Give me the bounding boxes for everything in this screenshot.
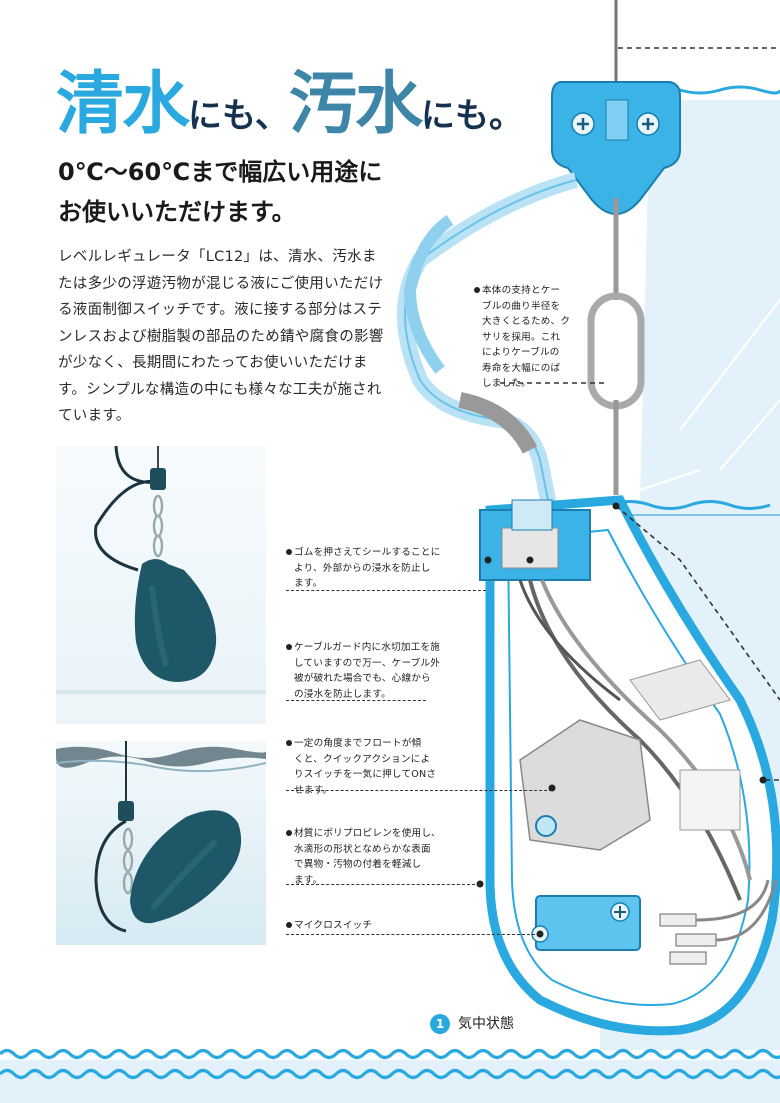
cross-section-diagram — [397, 0, 780, 1050]
headline-waste-water: 汚水 — [289, 65, 423, 144]
bullet-icon — [286, 549, 292, 555]
leader-line — [286, 590, 486, 591]
caption-number-badge: 1 — [430, 1014, 450, 1034]
note-line: によりケーブルの — [482, 347, 560, 358]
leader-line — [286, 934, 540, 935]
note-line: ます。 — [294, 578, 323, 589]
note-line: の浸水を防止します。 — [294, 688, 391, 700]
note-line: マイクロスイッチ — [294, 920, 373, 931]
bullet-icon — [286, 644, 292, 650]
note-line: 水滴形の形状となめらかな表面 — [294, 843, 431, 855]
subheading-line-1: 0℃〜60℃まで幅広い用途に — [58, 158, 383, 186]
note-cable-guard: ケーブルガード内に水切加工を施 していますので万一、ケーブル外 被が破れた場合で… — [286, 640, 446, 702]
note-line: ゴムを押さえてシールすることに — [294, 547, 441, 558]
note-line: しました。 — [482, 378, 531, 389]
note-cable-support: 本体の支持とケー ブルの曲り半径を 大きくとるため、ク サリを採用。これ により… — [474, 283, 584, 392]
note-line: 寿命を大幅にのば — [482, 362, 561, 374]
note-line: りスイッチを一気に押してONさ — [294, 769, 437, 780]
diagram-caption: 1 気中状態 — [430, 1013, 514, 1034]
note-line: ブルの曲り半径を — [482, 300, 561, 312]
float-photo-in-water — [56, 741, 266, 945]
headline: 清水にも、汚水にも。 — [56, 48, 523, 147]
bottom-wave-border — [0, 1048, 780, 1103]
bullet-icon — [286, 922, 292, 928]
float-in-air-illustration — [56, 446, 266, 724]
subheading-line-2: お使いいただけます。 — [58, 198, 296, 226]
bullet-icon — [286, 830, 292, 836]
note-line: していますので万一、ケーブル外 — [294, 657, 441, 669]
note-line: で異物・汚物の付着を軽減し — [294, 859, 422, 870]
note-line: 一定の角度までフロートが傾 — [294, 738, 422, 749]
note-line: 材質にポリプロピレンを使用し、 — [294, 828, 441, 839]
note-line: 被が破れた場合でも、心線から — [294, 673, 431, 684]
leader-line — [286, 700, 426, 701]
note-line: 大きくとるため、ク — [482, 316, 571, 327]
headline-particle-2: にも。 — [421, 96, 524, 136]
note-micro-switch: マイクロスイッチ — [286, 918, 446, 934]
float-in-water-illustration — [56, 741, 266, 933]
float-photo-in-air — [56, 446, 266, 724]
caption-label: 気中状態 — [458, 1016, 514, 1032]
leader-line — [286, 790, 552, 791]
body-paragraph: レベルレギュレータ「LC12」は、清水、汚水または多少の浮遊汚物が混じる液にご使… — [58, 249, 384, 424]
note-line: ケーブルガード内に水切加工を施 — [294, 642, 441, 653]
note-line: より、外部からの浸水を防止し — [294, 562, 431, 574]
note-material: 材質にポリプロピレンを使用し、 水滴形の形状となめらかな表面 で異物・汚物の付着… — [286, 826, 446, 888]
bullet-icon — [474, 287, 480, 293]
headline-clean-water: 清水 — [56, 65, 190, 144]
note-line: サリを採用。これ — [482, 331, 561, 343]
note-quick-action: 一定の角度までフロートが傾 くと、クイックアクションによ りスイッチを一気に押し… — [286, 736, 446, 798]
leader-line — [286, 884, 480, 885]
note-line: くと、クイックアクションによ — [294, 753, 431, 765]
headline-particle-1: にも、 — [188, 96, 289, 136]
note-line: ます。 — [294, 874, 323, 886]
subheading: 0℃〜60℃まで幅広い用途に お使いいただけます。 — [58, 152, 418, 232]
bullet-icon — [286, 740, 292, 746]
note-rubber-seal: ゴムを押さえてシールすることに より、外部からの浸水を防止し ます。 — [286, 545, 446, 592]
note-line: 本体の支持とケー — [482, 285, 561, 296]
